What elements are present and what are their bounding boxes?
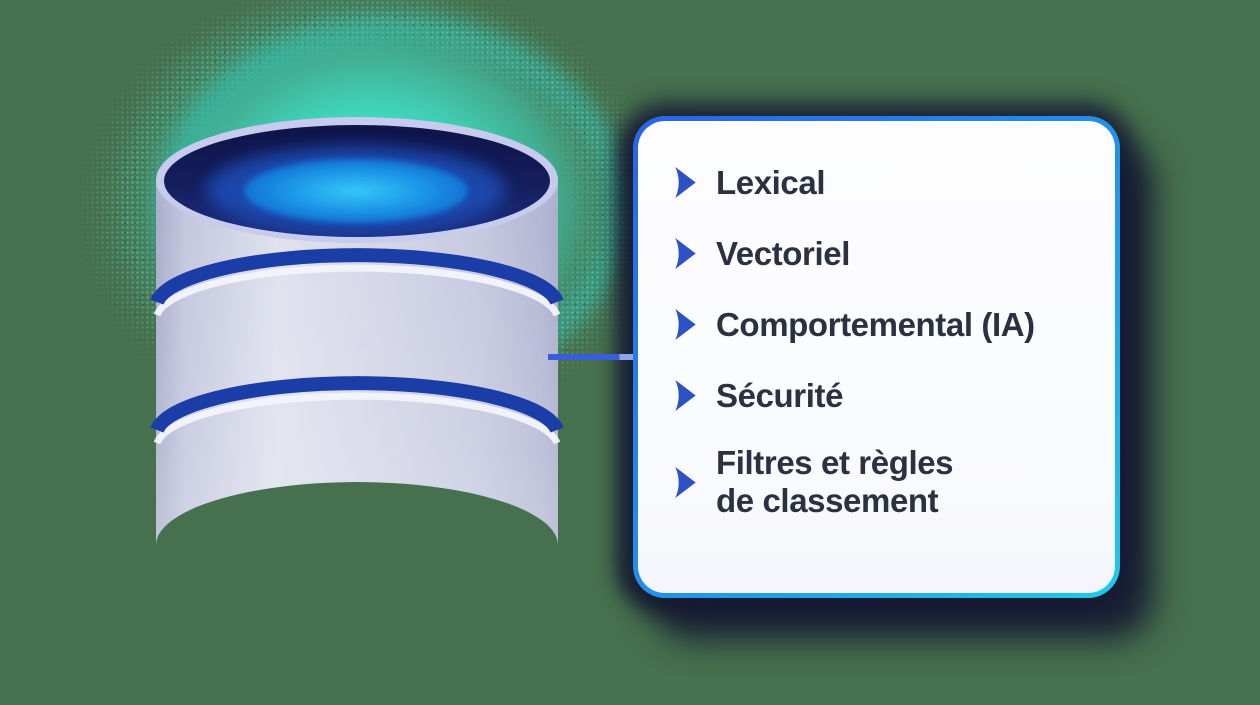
features-card-body: Lexical Vectoriel Comportemental (IA) Sé… xyxy=(638,121,1115,593)
connector-line xyxy=(548,354,634,360)
chevron-right-icon xyxy=(675,379,696,412)
cylinder-band-1 xyxy=(150,248,564,306)
cylinder-band-2 xyxy=(150,376,564,434)
list-item-label: Comportemental (IA) xyxy=(716,305,1035,343)
list-item: Comportemental (IA) xyxy=(672,289,1105,360)
features-card: Lexical Vectoriel Comportemental (IA) Sé… xyxy=(633,116,1120,598)
list-item-label: Filtres et règles de classement xyxy=(716,444,954,519)
chevron-right-icon xyxy=(675,466,696,498)
cylinder-band-2-highlight xyxy=(153,392,561,445)
chevron-right-icon xyxy=(675,237,696,270)
cylinder-band-1-highlight xyxy=(153,264,561,317)
cylinder-top-glow-bright xyxy=(244,159,468,223)
list-item: Sécurité xyxy=(672,360,1105,431)
list-item-label: Lexical xyxy=(716,163,826,201)
list-item: Vectoriel xyxy=(672,218,1105,289)
chevron-right-icon xyxy=(675,166,696,199)
list-item-label: Vectoriel xyxy=(716,234,850,272)
list-item: Lexical xyxy=(672,147,1105,218)
list-item-label: Sécurité xyxy=(716,376,844,414)
chevron-right-icon xyxy=(675,308,696,341)
list-item: Filtres et règles de classement xyxy=(672,439,1105,525)
